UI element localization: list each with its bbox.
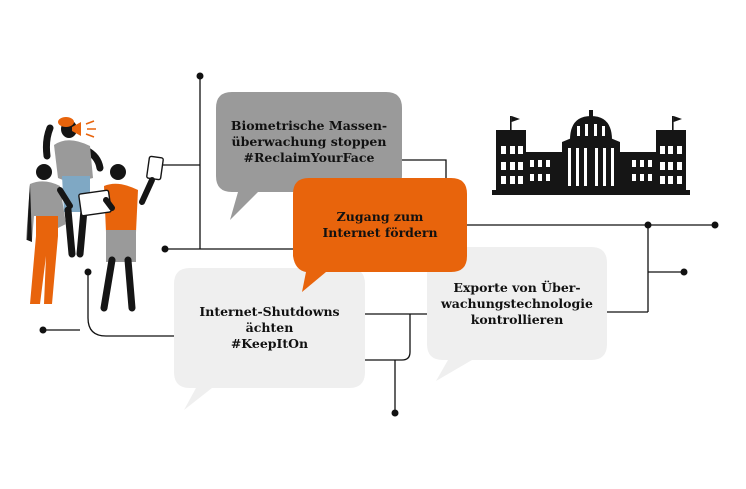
bubble-biometric-text: Biometrische Massen- überwachung stoppen… [230, 118, 388, 165]
protest-group-icon [26, 117, 164, 312]
reichstag-windows [501, 124, 682, 186]
bubble-export-shape [427, 247, 607, 381]
bubble-shutdowns-shape [174, 268, 365, 410]
bubble-shutdowns-text: Internet-Shutdowns ächten #KeepItOn [199, 304, 340, 351]
bubble-internet-access-text: Zugang zum Internet fördern [322, 209, 438, 240]
bubble-export-text: Exporte von Über- wachungstechnologie ko… [441, 279, 593, 327]
reichstag-building-icon [492, 110, 690, 195]
bubble-internet-access-shape [293, 178, 467, 292]
